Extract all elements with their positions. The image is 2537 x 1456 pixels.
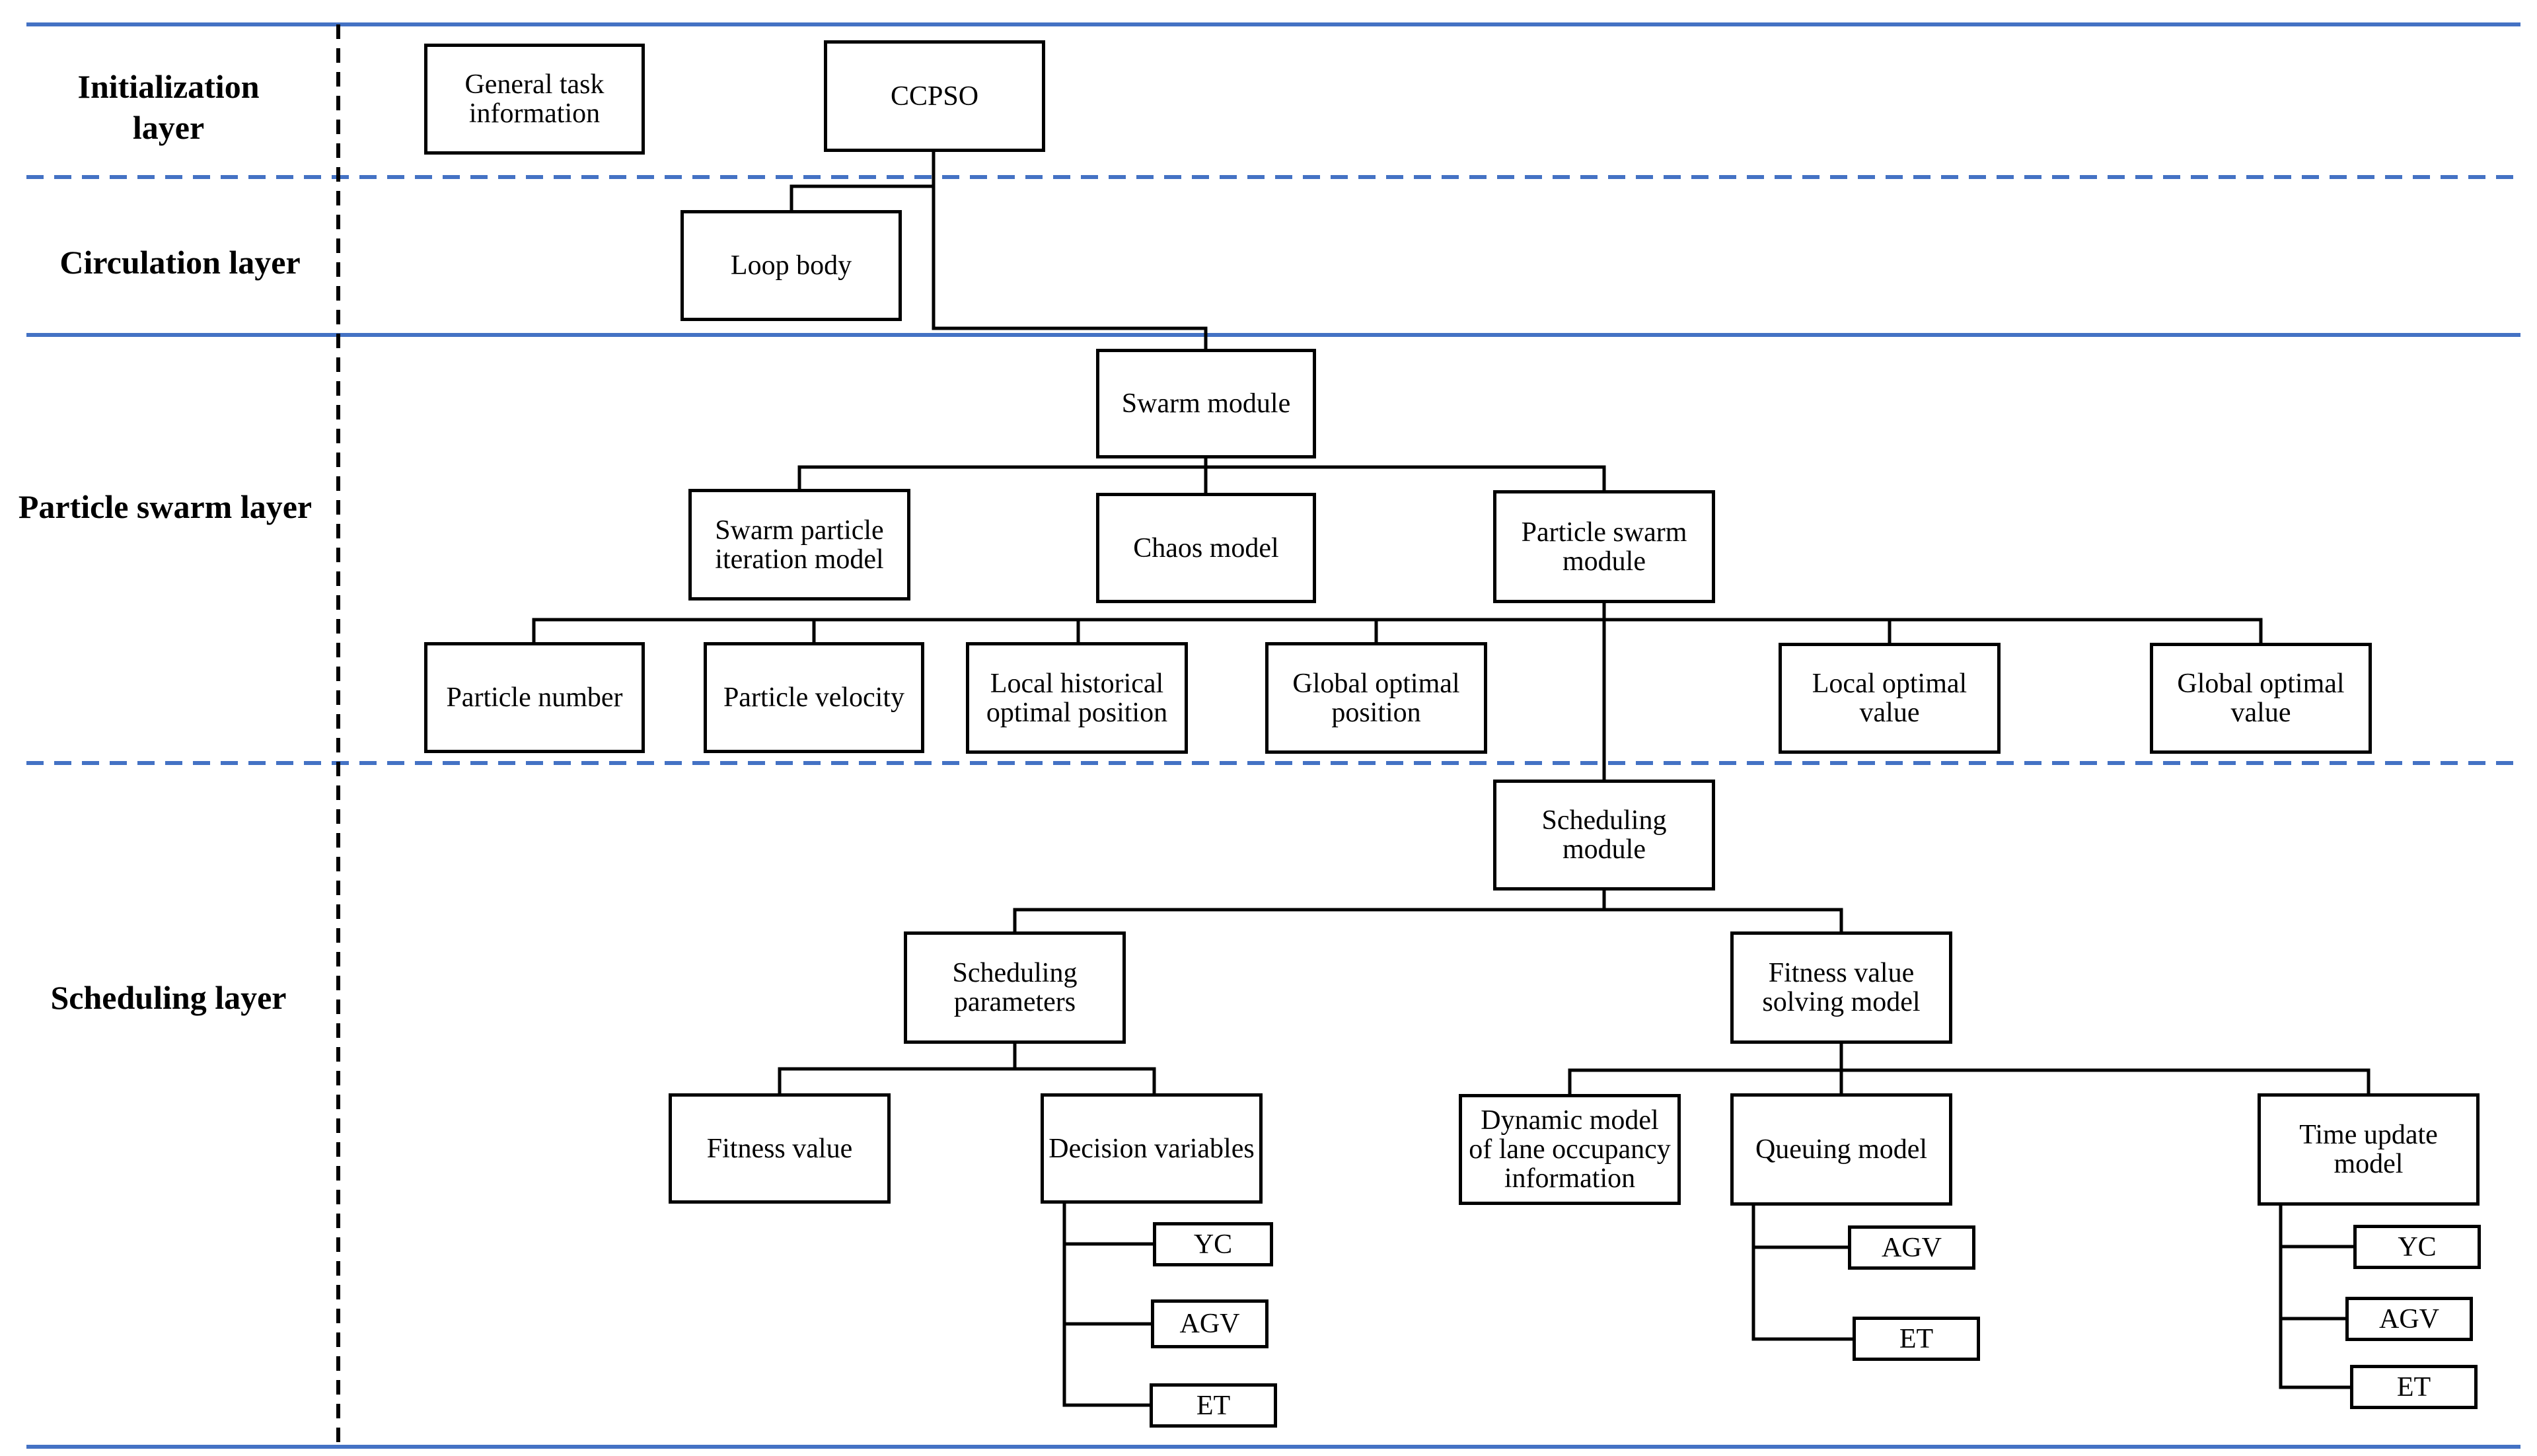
node-decision-variables: Decision variables xyxy=(1041,1093,1263,1204)
node-general-task-line-1: General task xyxy=(464,69,605,100)
node-fvsm-line-1: Fitness value xyxy=(1768,958,1915,988)
node-q-et-label: ET xyxy=(1899,1323,1934,1354)
node-global-optimal-value: Global optimal value xyxy=(2150,643,2372,754)
node-general-task-information: General task information xyxy=(424,44,645,155)
connector-swarm-children xyxy=(797,457,1606,493)
connector-queue-items xyxy=(1751,1206,1853,1341)
node-particle-swarm-module: Particle swarm module xyxy=(1493,490,1715,603)
node-dm-line-1: Dynamic model xyxy=(1481,1105,1659,1136)
connector-time-items xyxy=(2279,1206,2353,1389)
node-dv-et: ET xyxy=(1150,1383,1277,1428)
node-chaos-model: Chaos model xyxy=(1096,493,1316,603)
node-global-optimal-position: Global optimal position xyxy=(1265,642,1487,754)
node-sp-line-2: parameters xyxy=(953,987,1076,1017)
node-queuing-model-label: Queuing model xyxy=(1755,1134,1928,1165)
node-sm-line-1: Scheduling xyxy=(1541,805,1667,836)
node-loop-body: Loop body xyxy=(680,210,902,321)
node-q-agv: AGV xyxy=(1848,1225,1975,1270)
node-spi-line-2: iteration model xyxy=(715,544,884,575)
node-t-yc-label: YC xyxy=(2398,1231,2437,1262)
node-swarm-particle-iteration-model: Swarm particle iteration model xyxy=(688,489,910,601)
node-general-task-line-2: information xyxy=(468,98,601,129)
node-particle-velocity: Particle velocity xyxy=(704,642,924,753)
node-gov-line-1: Global optimal xyxy=(2177,669,2345,699)
node-dm-line-2: of lane occupancy xyxy=(1469,1134,1671,1165)
node-ccpso: CCPSO xyxy=(824,40,1045,152)
node-t-yc: YC xyxy=(2353,1225,2481,1269)
node-tum-line-1: Time update xyxy=(2299,1120,2438,1150)
node-dm-line-3: information xyxy=(1504,1163,1636,1194)
node-q-agv-label: AGV xyxy=(1882,1232,1942,1263)
node-local-optimal-value: Local optimal value xyxy=(1779,643,2001,754)
node-sp-line-1: Scheduling xyxy=(952,958,1078,988)
node-scheduling-parameters: Scheduling parameters xyxy=(904,931,1126,1044)
node-time-update-model: Time update model xyxy=(2258,1093,2480,1206)
node-tum-line-2: model xyxy=(2334,1149,2404,1179)
node-psm-line-1: Particle swarm xyxy=(1521,517,1687,548)
connector-dv-items xyxy=(1062,1204,1153,1407)
connector-sched-children xyxy=(1013,891,1843,931)
node-spi-line-1: Swarm particle xyxy=(715,515,884,546)
node-fvsm-line-2: solving model xyxy=(1762,987,1921,1017)
connector-psm-bus xyxy=(532,603,2263,643)
node-ccpso-label: CCPSO xyxy=(890,81,979,112)
node-gop-line-2: position xyxy=(1331,697,1421,728)
node-gov-line-2: value xyxy=(2230,698,2291,728)
node-fitness-value-solving-model: Fitness value solving model xyxy=(1730,931,1952,1044)
node-dv-yc: YC xyxy=(1153,1222,1273,1266)
node-lhop-line-1: Local historical xyxy=(990,668,1164,699)
node-dynamic-model-lane-occupancy: Dynamic model of lane occupancy informat… xyxy=(1459,1094,1681,1205)
node-dv-yc-label: YC xyxy=(1193,1229,1233,1260)
node-chaos-model-label: Chaos model xyxy=(1133,532,1279,564)
connector-ccpso-loop xyxy=(790,152,936,210)
node-psm-line-2: module xyxy=(1563,546,1646,577)
node-scheduling-module: Scheduling module xyxy=(1493,780,1715,891)
node-q-et: ET xyxy=(1853,1317,1980,1361)
node-decision-variables-label: Decision variables xyxy=(1048,1133,1255,1164)
node-local-historical-optimal-position: Local historical optimal position xyxy=(966,642,1188,754)
node-dv-agv: AGV xyxy=(1151,1299,1268,1348)
node-fitness-value-label: Fitness value xyxy=(706,1133,853,1164)
node-sm-line-2: module xyxy=(1563,834,1646,865)
connector-params-children xyxy=(778,1044,1156,1093)
node-particle-velocity-label: Particle velocity xyxy=(723,682,905,713)
node-fitness-value: Fitness value xyxy=(669,1093,891,1204)
layer-label-circulation: Circulation layer xyxy=(59,244,301,281)
node-t-et-label: ET xyxy=(2396,1371,2431,1402)
node-dv-agv-label: AGV xyxy=(1179,1309,1240,1339)
layer-label-initialization-line-2: layer xyxy=(132,109,205,146)
node-t-agv: AGV xyxy=(2345,1297,2473,1341)
node-swarm-module-label: Swarm module xyxy=(1121,388,1291,419)
layer-label-initialization-line-1: Initialization xyxy=(77,68,260,105)
layer-label-particle-swarm: Particle swarm layer xyxy=(18,488,313,525)
node-t-et: ET xyxy=(2350,1365,2478,1409)
node-gop-line-1: Global optimal xyxy=(1292,668,1460,699)
node-swarm-module: Swarm module xyxy=(1096,349,1316,458)
node-queuing-model: Queuing model xyxy=(1730,1093,1952,1206)
connectors xyxy=(532,152,2371,1407)
node-dv-et-label: ET xyxy=(1196,1390,1231,1421)
node-particle-number: Particle number xyxy=(424,642,645,753)
node-lhop-line-2: optimal position xyxy=(986,697,1168,728)
node-loop-body-label: Loop body xyxy=(730,250,852,281)
node-particle-number-label: Particle number xyxy=(446,682,623,713)
connector-fitness-children xyxy=(1568,1044,2371,1094)
node-lov-line-1: Local optimal xyxy=(1812,669,1967,699)
node-lov-line-2: value xyxy=(1859,698,1920,728)
node-t-agv-label: AGV xyxy=(2379,1303,2439,1334)
layer-label-scheduling: Scheduling layer xyxy=(50,979,287,1016)
connector-ccpso-swarm xyxy=(932,186,1208,349)
layer-label-initialization: Initialization layer xyxy=(36,66,301,148)
